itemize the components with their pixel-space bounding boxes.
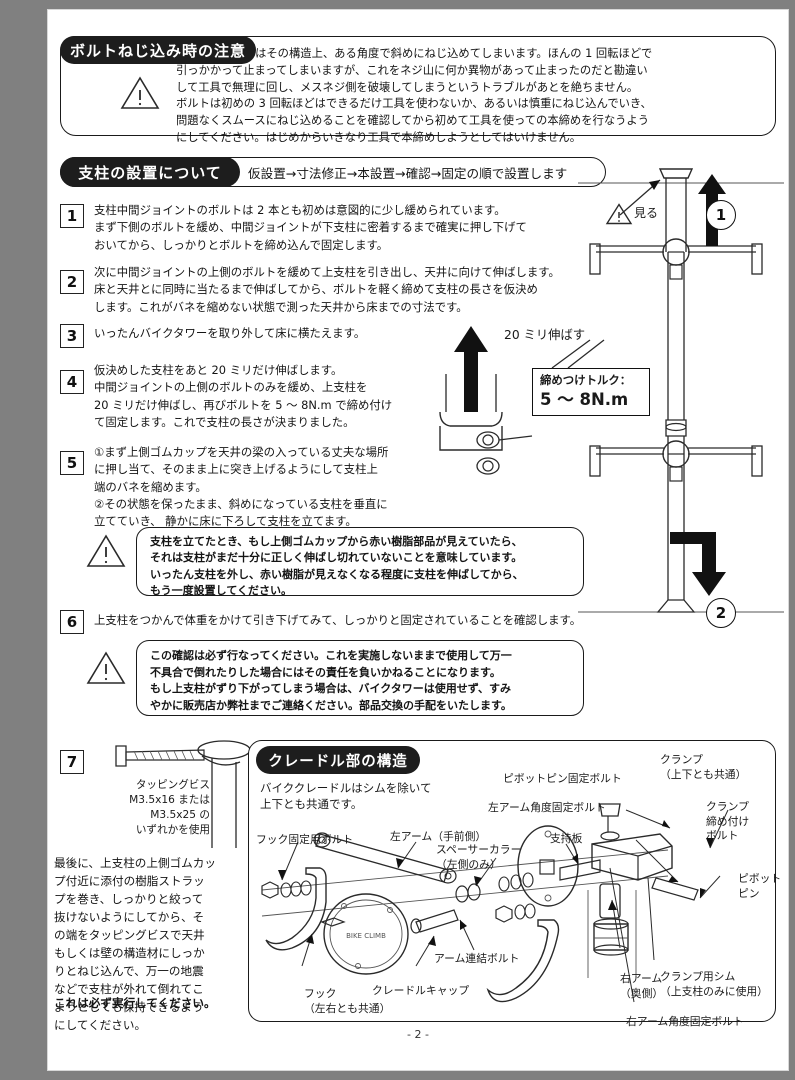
step-3-text: いったんバイクタワーを取り外して床に横たえます。 <box>94 326 366 340</box>
step-number-7: 7 <box>60 750 84 774</box>
label-hook-fixing-bolt: フック固定用ボルト <box>256 833 354 846</box>
label-arm-connect-bolt: アーム連結ボルト <box>434 952 520 965</box>
step-7-num-label: 7 <box>66 753 78 771</box>
pole-marker-1-label: 1 <box>715 206 727 224</box>
step-number-1: 1 <box>60 204 84 228</box>
step-2-num-label: 2 <box>66 273 78 291</box>
step-6-text: 上支柱をつかんで体重をかけて引き下げてみて、しっかりと固定されていることを確認し… <box>94 613 582 627</box>
warning-triangle-icon <box>120 76 160 110</box>
label-clamp-tightening-bolt: クランプ 締め付け ボルト <box>706 800 750 843</box>
caution-note-1-box <box>136 527 584 596</box>
step-number-4: 4 <box>60 370 84 394</box>
step-5-text: ①まず上側ゴムカップを天井の梁の入っている丈夫な場所 に押し当て、そのまま上に突… <box>94 445 389 529</box>
torque-callout-box <box>532 368 650 416</box>
label-left-arm: 左アーム（手前側） <box>390 830 487 843</box>
step-5-num-label: 5 <box>66 454 78 472</box>
step-6-num-label: 6 <box>66 613 78 631</box>
cradle-cap-text: BIKE CLIMB <box>346 932 386 940</box>
torque-callout-leader <box>551 339 605 369</box>
cradle-subtitle: バイククレードルはシムを除いて 上下とも共通です。 <box>260 781 432 812</box>
label-support-plate: 支持板 <box>550 832 583 845</box>
extend-20mm-label: 20 ミリ伸ばす <box>504 328 586 342</box>
cradle-label-leaders <box>278 809 729 1003</box>
caution-2-warning-triangle-icon <box>86 651 126 685</box>
caution-1-warning-triangle-icon <box>86 534 126 568</box>
label-left-arm-angle-bolt: 左アーム角度固定ボルト <box>488 801 606 814</box>
label-pivot-pin: ピボット ピン <box>738 872 782 900</box>
step-1-text: 支柱中間ジョイントのボルトは 2 本とも初めは意図的に少し緩められています。 ま… <box>94 203 527 252</box>
page-footer: - 2 - <box>407 1028 429 1041</box>
step-7-emphasis: これは必ず実行してください。 <box>54 996 216 1010</box>
step-number-2: 2 <box>60 270 84 294</box>
label-pivot-pin-fixing-bolt: ピボットピン固定ボルト <box>503 772 622 785</box>
caution-note-2-text: この確認は必ず行なってください。これを実施しないままで使用して万一 不具合で倒れ… <box>150 649 512 713</box>
label-right-arm-angle-bolt: 右アーム角度固定ボルト <box>626 1015 744 1028</box>
pole-marker-2: 2 <box>706 598 736 628</box>
label-clamp-shim: クランプ用シム （上支柱のみに使用） <box>660 970 768 998</box>
cradle-section-box <box>248 740 776 1022</box>
pole-marker-1: 1 <box>706 200 736 230</box>
step-number-5: 5 <box>60 451 84 475</box>
step-4-num-label: 4 <box>66 373 78 391</box>
step-number-6: 6 <box>60 610 84 634</box>
label-hook: フック （左右とも共通） <box>304 987 391 1015</box>
see-warning-triangle-icon <box>605 203 633 225</box>
cradle-title-pill: クレードル部の構造 <box>256 746 420 774</box>
bolt-warning-text: ネジというものはその構造上、ある角度で斜めにねじ込めてしまいます。ほんの 1 回… <box>176 47 653 145</box>
pole-marker-2-label: 2 <box>715 604 727 622</box>
pole-see-label: 見る <box>634 206 659 220</box>
step-2-text: 次に中間ジョイントの上側のボルトを緩めて上支柱を引き出し、天井に向けて伸ばします… <box>94 265 560 314</box>
torque-callout-line2: 5 ～ 8N.m <box>540 390 629 409</box>
section-title: 支柱の設置について <box>78 163 222 182</box>
caution-note-1-text: 支柱を立てたとき、もし上側ゴムカップから赤い樹脂部品が見えていたら、 それは支柱… <box>150 535 524 597</box>
step-number-3: 3 <box>60 324 84 348</box>
tapping-screw-note: タッピングビス M3.5x16 または M3.5x25 の いずれかを使用 <box>129 779 210 837</box>
warning-box-title-pill: ボルトねじ込み時の注意 <box>60 36 256 64</box>
cradle-exploded-diagram: BIKE CLIMB <box>261 803 699 1003</box>
section-title-pill: 支柱の設置について <box>60 157 240 187</box>
manual-page: ボルトねじ込み時の注意 ネジというものはその構造上、ある角度で斜めにねじ込めてし… <box>48 10 788 1070</box>
label-cradle-cap: クレードルキャップ <box>372 984 470 997</box>
torque-callout-line1: 締めつけトルク： <box>540 373 632 387</box>
step-3-num-label: 3 <box>66 327 78 345</box>
label-clamp: クランプ （上下とも共通） <box>660 753 747 781</box>
label-spacer-collar: スペーサーカラー （左側のみ） <box>436 843 522 871</box>
pole-diagram <box>578 168 784 613</box>
warning-box-title: ボルトねじ込み時の注意 <box>69 41 246 60</box>
section-subtitle: 仮設置→寸法修正→本設置→確認→固定の順で設置します <box>248 166 568 181</box>
joint-detail-diagram <box>439 326 533 475</box>
step-1-num-label: 1 <box>66 207 78 225</box>
step-4-text: 仮決めした支柱をあと 20 ミリだけ伸ばします。 中間ジョイントの上側のボルトの… <box>94 363 393 429</box>
step-7-text: 最後に、上支柱の上側ゴムカッ プ付近に添付の樹脂ストラッ プを巻き、しっかりと絞… <box>54 856 216 1032</box>
label-right-arm: 右アーム （奥側） <box>620 972 664 1000</box>
cradle-title: クレードル部の構造 <box>268 753 408 770</box>
caution-note-2-box <box>136 640 584 716</box>
